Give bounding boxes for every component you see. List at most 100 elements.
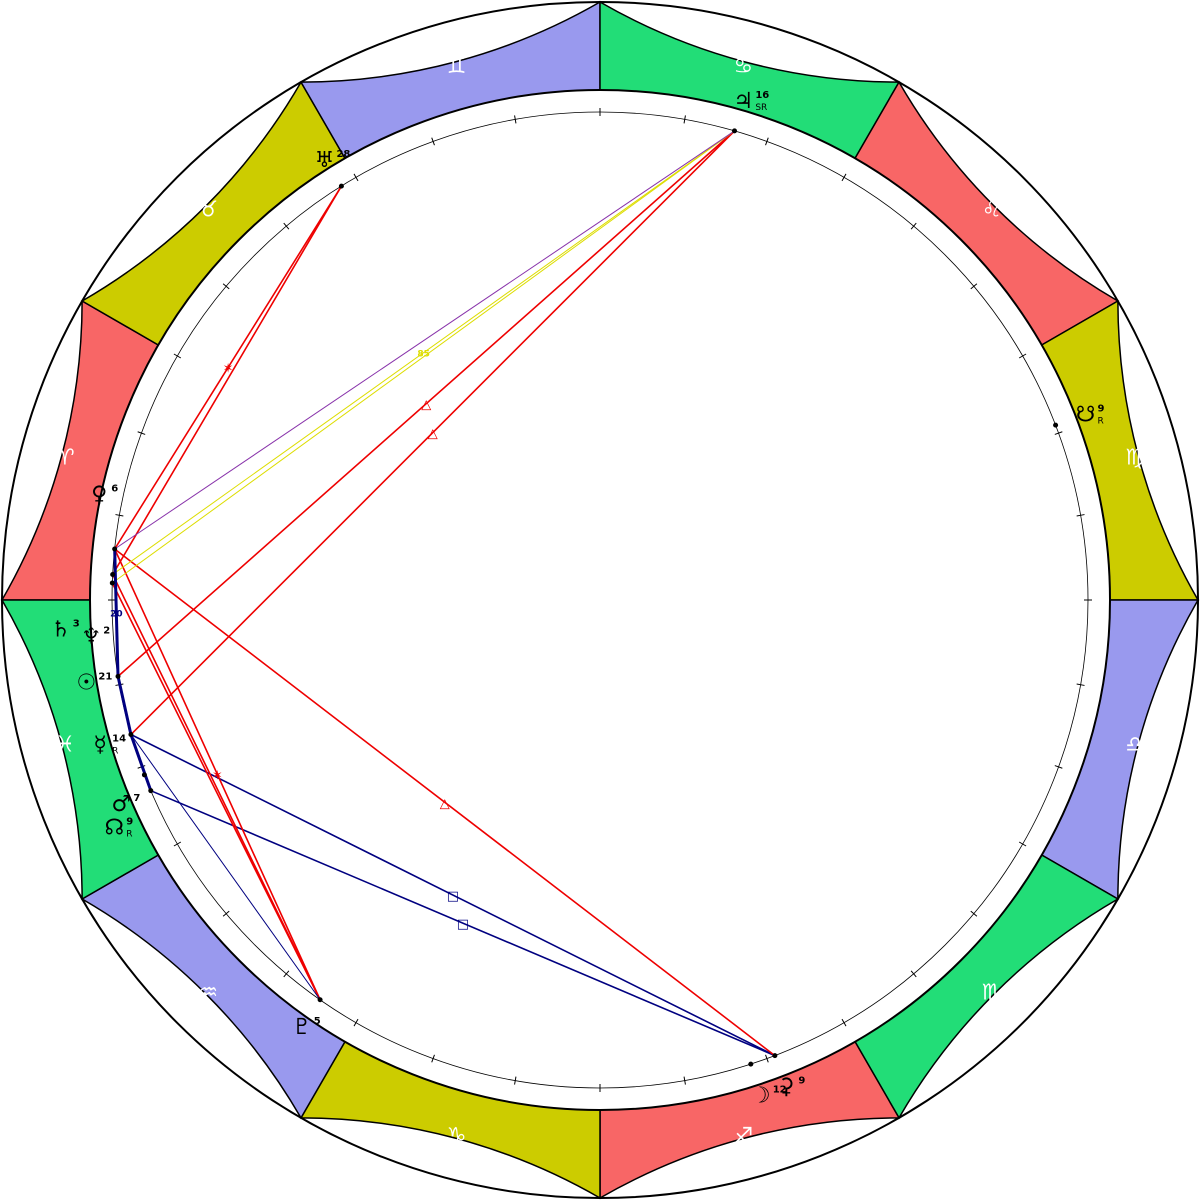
degree-tick [353, 173, 359, 182]
planet-mercury[interactable]: ☿14R [93, 732, 126, 757]
neptune-icon: ♆ [81, 625, 101, 650]
aspect-trine-mercury-jupiter [130, 130, 736, 736]
trine-aspect-icon: △ [440, 796, 450, 811]
pluto-position-dot [317, 997, 323, 1003]
degree-tick [1018, 841, 1027, 847]
degree-tick [431, 137, 435, 146]
neptune-degree: 2 [103, 626, 110, 637]
uranus-position-dot [338, 183, 344, 189]
jupiter-position-dot [732, 128, 738, 134]
south-node-degree: 9 [1097, 404, 1104, 415]
degree-tick [115, 514, 124, 517]
degree-tick [1076, 683, 1085, 686]
venus-icon: ♀ [91, 483, 107, 508]
degree-tick [137, 431, 146, 435]
north-node-degree: 9 [126, 817, 133, 828]
venus-position-dot [112, 546, 118, 552]
degree-tick [1054, 765, 1063, 769]
degree-tick [841, 1018, 847, 1027]
pluto-degree: 5 [314, 1016, 321, 1027]
planet-ceres[interactable]: ⚳9 [778, 1074, 805, 1099]
aquarius-sign-icon: ♒ [198, 981, 218, 1006]
gemini-sign-icon: ♊ [447, 54, 467, 79]
south-node-icon: ☋ [1076, 403, 1096, 428]
aspect-trine-sun-jupiter [117, 130, 736, 677]
mars-degree: 7 [133, 793, 140, 804]
aspect-sextile-venus-pluto [113, 548, 321, 1001]
aspect-orb-label: 20 [110, 610, 123, 620]
planet-uranus[interactable]: ♅28 [315, 148, 351, 173]
moon-position-dot [748, 1061, 754, 1067]
degree-tick [1076, 514, 1085, 517]
degree-tick [970, 910, 978, 917]
degree-tick [765, 1054, 769, 1063]
aspect-minor-mercury-pluto [130, 734, 321, 1001]
moon-icon: ☽ [751, 1084, 771, 1109]
scorpio-sign-icon: ♏ [982, 981, 1002, 1006]
north-node-icon: ☊ [104, 816, 124, 841]
uranus-icon: ♅ [315, 148, 335, 173]
leo-sign-icon: ♌ [982, 197, 1002, 222]
degree-tick [1018, 353, 1027, 359]
planet-south-node[interactable]: ☋9R [1076, 403, 1105, 428]
planet-neptune[interactable]: ♆2 [81, 625, 110, 650]
planet-venus[interactable]: ♀6 [91, 483, 118, 508]
ceres-icon: ⚳ [778, 1074, 794, 1099]
uranus-degree: 28 [336, 149, 350, 160]
degree-tick [173, 841, 182, 847]
mercury-retrograde-flag: R [112, 746, 118, 756]
mercury-position-dot [128, 732, 134, 738]
planet-sun[interactable]: ☉21 [77, 670, 113, 695]
aspect-conjunct-sun-venus [113, 548, 120, 677]
degree-tick [910, 222, 917, 230]
planet-north-node[interactable]: ☊9R [104, 816, 133, 841]
degree-tick [841, 173, 847, 182]
venus-degree: 6 [111, 484, 118, 495]
square-aspect-icon: □ [447, 889, 459, 904]
south-node-retrograde-flag: R [1097, 417, 1103, 427]
sun-position-dot [115, 673, 121, 679]
saturn-degree: 3 [73, 618, 80, 629]
cancer-sign-icon: ♋ [734, 54, 754, 79]
square-aspect-icon: □ [457, 917, 469, 932]
ceres-position-dot [772, 1053, 778, 1059]
aspect-orb-label: 85 [417, 350, 430, 360]
degree-tick [683, 115, 686, 124]
aspect-minor-venus-jupiter [114, 130, 735, 550]
sun-icon: ☉ [77, 670, 97, 695]
degree-tick [970, 283, 978, 290]
virgo-sign-icon: ♍ [1125, 446, 1145, 471]
planet-pluto[interactable]: ♇5 [292, 1015, 321, 1040]
degree-tick [765, 137, 769, 146]
pisces-sign-icon: ♓ [55, 732, 75, 757]
planet-mars[interactable]: ♂7 [111, 792, 140, 817]
libra-sign-icon: ♎ [1125, 732, 1145, 757]
planet-saturn[interactable]: ♄3 [51, 617, 80, 642]
trine-aspect-icon: △ [428, 427, 438, 442]
sagittarius-sign-icon: ♐ [734, 1124, 754, 1149]
trine-aspect-icon: △ [421, 398, 431, 413]
degree-tick [1054, 431, 1063, 435]
mercury-degree: 14 [112, 733, 126, 744]
jupiter-degree: 16 [755, 90, 769, 101]
aspect-conjunct-mercury-sun [116, 676, 133, 735]
degree-tick [683, 1076, 686, 1085]
degree-tick [222, 910, 230, 917]
degree-tick [283, 970, 290, 978]
aspect-sextile-neptune-pluto [111, 582, 321, 1001]
capricorn-sign-icon: ♑ [447, 1124, 467, 1149]
sun-degree: 21 [98, 671, 112, 682]
north-node-retrograde-flag: R [126, 830, 132, 840]
aspect-minor-saturn-jupiter [112, 130, 735, 575]
planet-moon[interactable]: ☽12 [751, 1084, 787, 1109]
pluto-icon: ♇ [292, 1015, 312, 1040]
aspect-square-mars-ceres [150, 789, 776, 1057]
moon-degree: 12 [773, 1085, 787, 1096]
saturn-icon: ♄ [51, 617, 71, 642]
degree-tick [353, 1018, 359, 1027]
jupiter-retrograde-flag: SR [755, 103, 767, 113]
